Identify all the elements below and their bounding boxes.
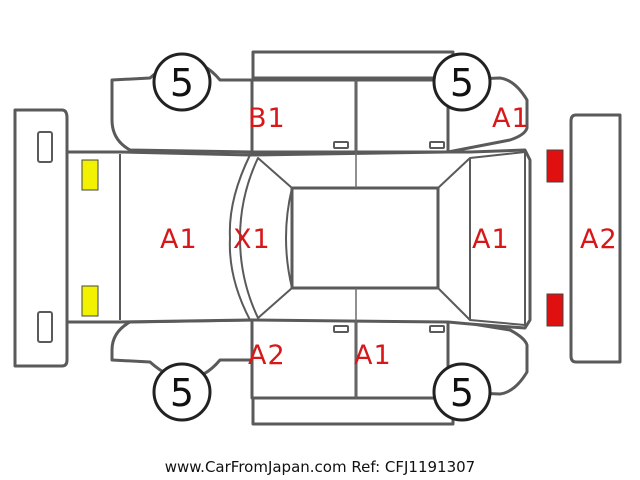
rear-bumper (569, 113, 622, 364)
tire-rear-right-label: 5 (450, 371, 474, 415)
footer-reference: www.CarFromJapan.com Ref: CFJ1191307 (165, 458, 475, 476)
rear-right-lamp (546, 293, 564, 327)
code-windshield: X1 (233, 224, 271, 255)
code-hood: A1 (160, 224, 198, 255)
front-right-lamp (81, 285, 99, 317)
tire-rear-left: 5 (152, 362, 212, 422)
tire-front-left-label: 5 (170, 61, 194, 105)
code-front-left-lower-door: A2 (248, 340, 286, 371)
code-front-left-door: B1 (248, 103, 286, 134)
tire-rear-right: 5 (432, 362, 492, 422)
tire-front-right-label: 5 (450, 61, 474, 105)
tire-rear-left-label: 5 (170, 371, 194, 415)
tire-front-left: 5 (152, 52, 212, 112)
car-body-top-view (65, 80, 532, 398)
code-rear-left-lower-door: A1 (354, 340, 392, 371)
front-left-lamp (81, 159, 99, 191)
front-bumper (13, 108, 69, 368)
bottom-side (110, 318, 529, 426)
code-rear-bumper: A2 (580, 224, 618, 255)
rear-left-lamp (546, 149, 564, 183)
tire-front-right: 5 (432, 52, 492, 112)
code-rear-hatch: A1 (472, 224, 510, 255)
code-rear-quarter-right: A1 (492, 103, 530, 134)
